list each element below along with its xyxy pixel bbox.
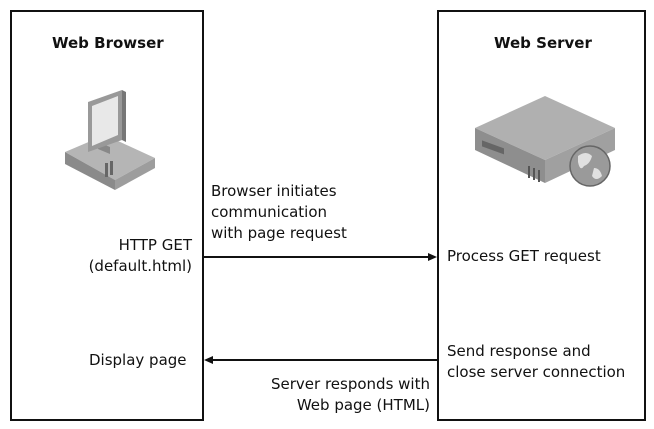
web-browser-box — [10, 10, 204, 421]
http-get-label: HTTP GET (default.html) — [88, 236, 192, 275]
web-server-box — [437, 10, 646, 421]
display-page-label: Display page — [89, 351, 187, 369]
server-responds-label: Server responds with Web page (HTML) — [271, 375, 430, 414]
process-get-label: Process GET request — [447, 247, 601, 265]
desktop-computer-icon — [65, 90, 155, 190]
response-arrow — [204, 356, 437, 364]
request-arrow — [204, 253, 437, 261]
server-globe-icon — [475, 96, 615, 187]
browser-initiates-label: Browser initiates communication with pag… — [211, 182, 347, 242]
web-browser-title: Web Browser — [52, 34, 164, 52]
send-response-label: Send response and close server connectio… — [447, 342, 626, 381]
web-server-title: Web Server — [494, 34, 592, 52]
